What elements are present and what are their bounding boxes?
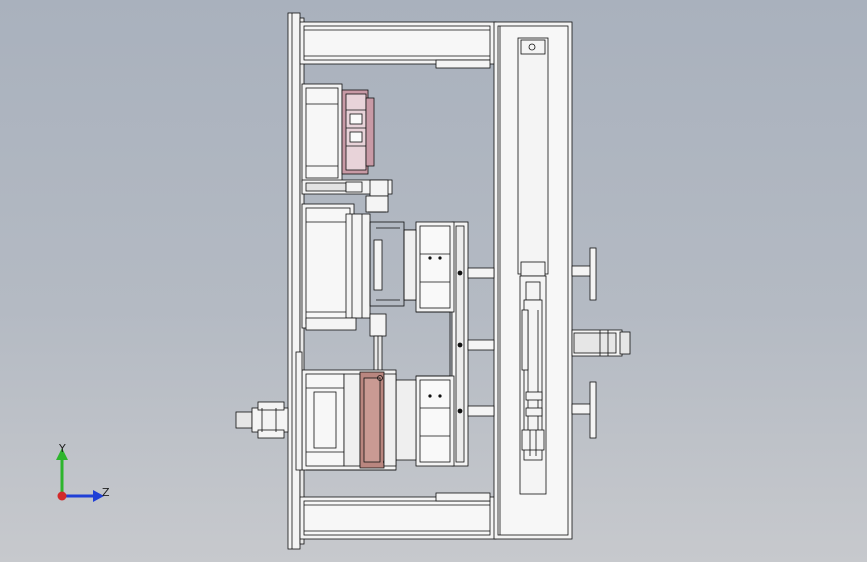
gripper-link <box>395 229 451 461</box>
orientation-triad <box>56 448 104 502</box>
z-axis-label: Z <box>102 486 110 499</box>
top-beam <box>299 21 497 69</box>
bottom-beam <box>299 492 497 540</box>
connector-shaft <box>365 195 389 373</box>
z-axis-arrowhead <box>93 490 104 502</box>
middle-left-block <box>301 203 405 331</box>
x-axis-dot <box>57 491 67 501</box>
lower-gripper-block <box>415 375 455 467</box>
upper-feeder-module <box>301 83 393 197</box>
upper-gripper-block <box>415 221 455 313</box>
vertical-cylinder <box>517 37 549 495</box>
lower-die-module <box>301 369 397 471</box>
y-axis-arrowhead <box>56 448 68 460</box>
y-axis-label: Y <box>59 442 66 455</box>
left-motor <box>235 351 303 471</box>
right-motor-assembly <box>571 247 631 439</box>
center-guide-plate <box>451 221 495 467</box>
